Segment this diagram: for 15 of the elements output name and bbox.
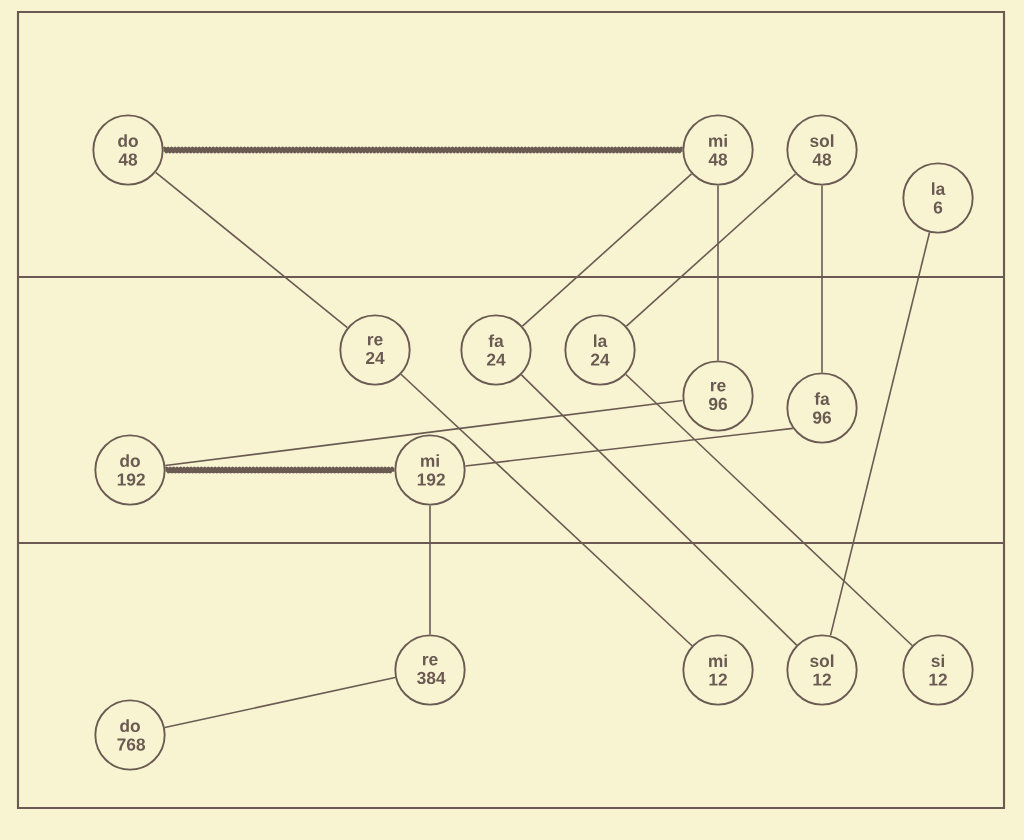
wavy-line (162, 146, 685, 154)
connector-line (400, 373, 693, 647)
connector-line (521, 173, 693, 327)
connector-line (625, 173, 797, 327)
connector-line (164, 399, 684, 467)
connector-line (829, 231, 931, 637)
connector-line (717, 184, 719, 362)
connector-line (821, 184, 823, 374)
connector-line (164, 676, 397, 729)
connector-line (464, 427, 794, 467)
connector-line (429, 504, 431, 636)
connector-line (520, 374, 798, 646)
connector-line (154, 171, 349, 329)
connector-line (625, 373, 913, 647)
wavy-line (164, 466, 395, 474)
